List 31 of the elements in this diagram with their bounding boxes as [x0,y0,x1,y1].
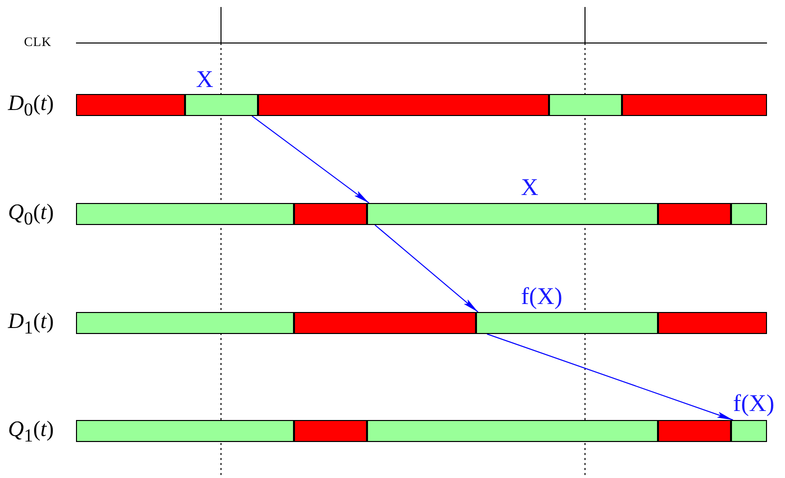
signal-segment [549,94,622,116]
signal-segment [76,312,294,334]
signal-segment [476,312,658,334]
signal-segment [185,94,258,116]
signal-segment [367,420,658,442]
signal-segment [658,312,767,334]
signal-segment [76,94,185,116]
signal-name: CLK [24,34,52,48]
data-value-label: f(X) [733,392,774,416]
signal-segment [258,94,549,116]
signal-name: Q$_{0}$(t) [8,200,54,228]
signal-segment [76,420,294,442]
data-value-label: f(X) [521,285,562,309]
arrow [374,224,478,312]
signal-name: D$_{1}$(t) [8,310,54,336]
signal-segment [294,203,367,225]
arrow [486,334,734,420]
signal-segment [294,312,476,334]
signal-name: Q$_{1}$(t) [8,418,54,444]
data-value-label: X [196,68,214,92]
signal-segment [76,203,294,225]
arrow [252,116,370,204]
data-value-label: X [521,176,538,200]
signal-segment [658,420,731,442]
signal-segment [731,203,767,225]
signal-name: D$_{0}$(t) [8,92,54,118]
signal-segment [658,203,731,225]
signal-segment [731,420,767,442]
signal-segment [367,203,658,225]
signal-segment [622,94,767,116]
signal-segment [294,420,367,442]
